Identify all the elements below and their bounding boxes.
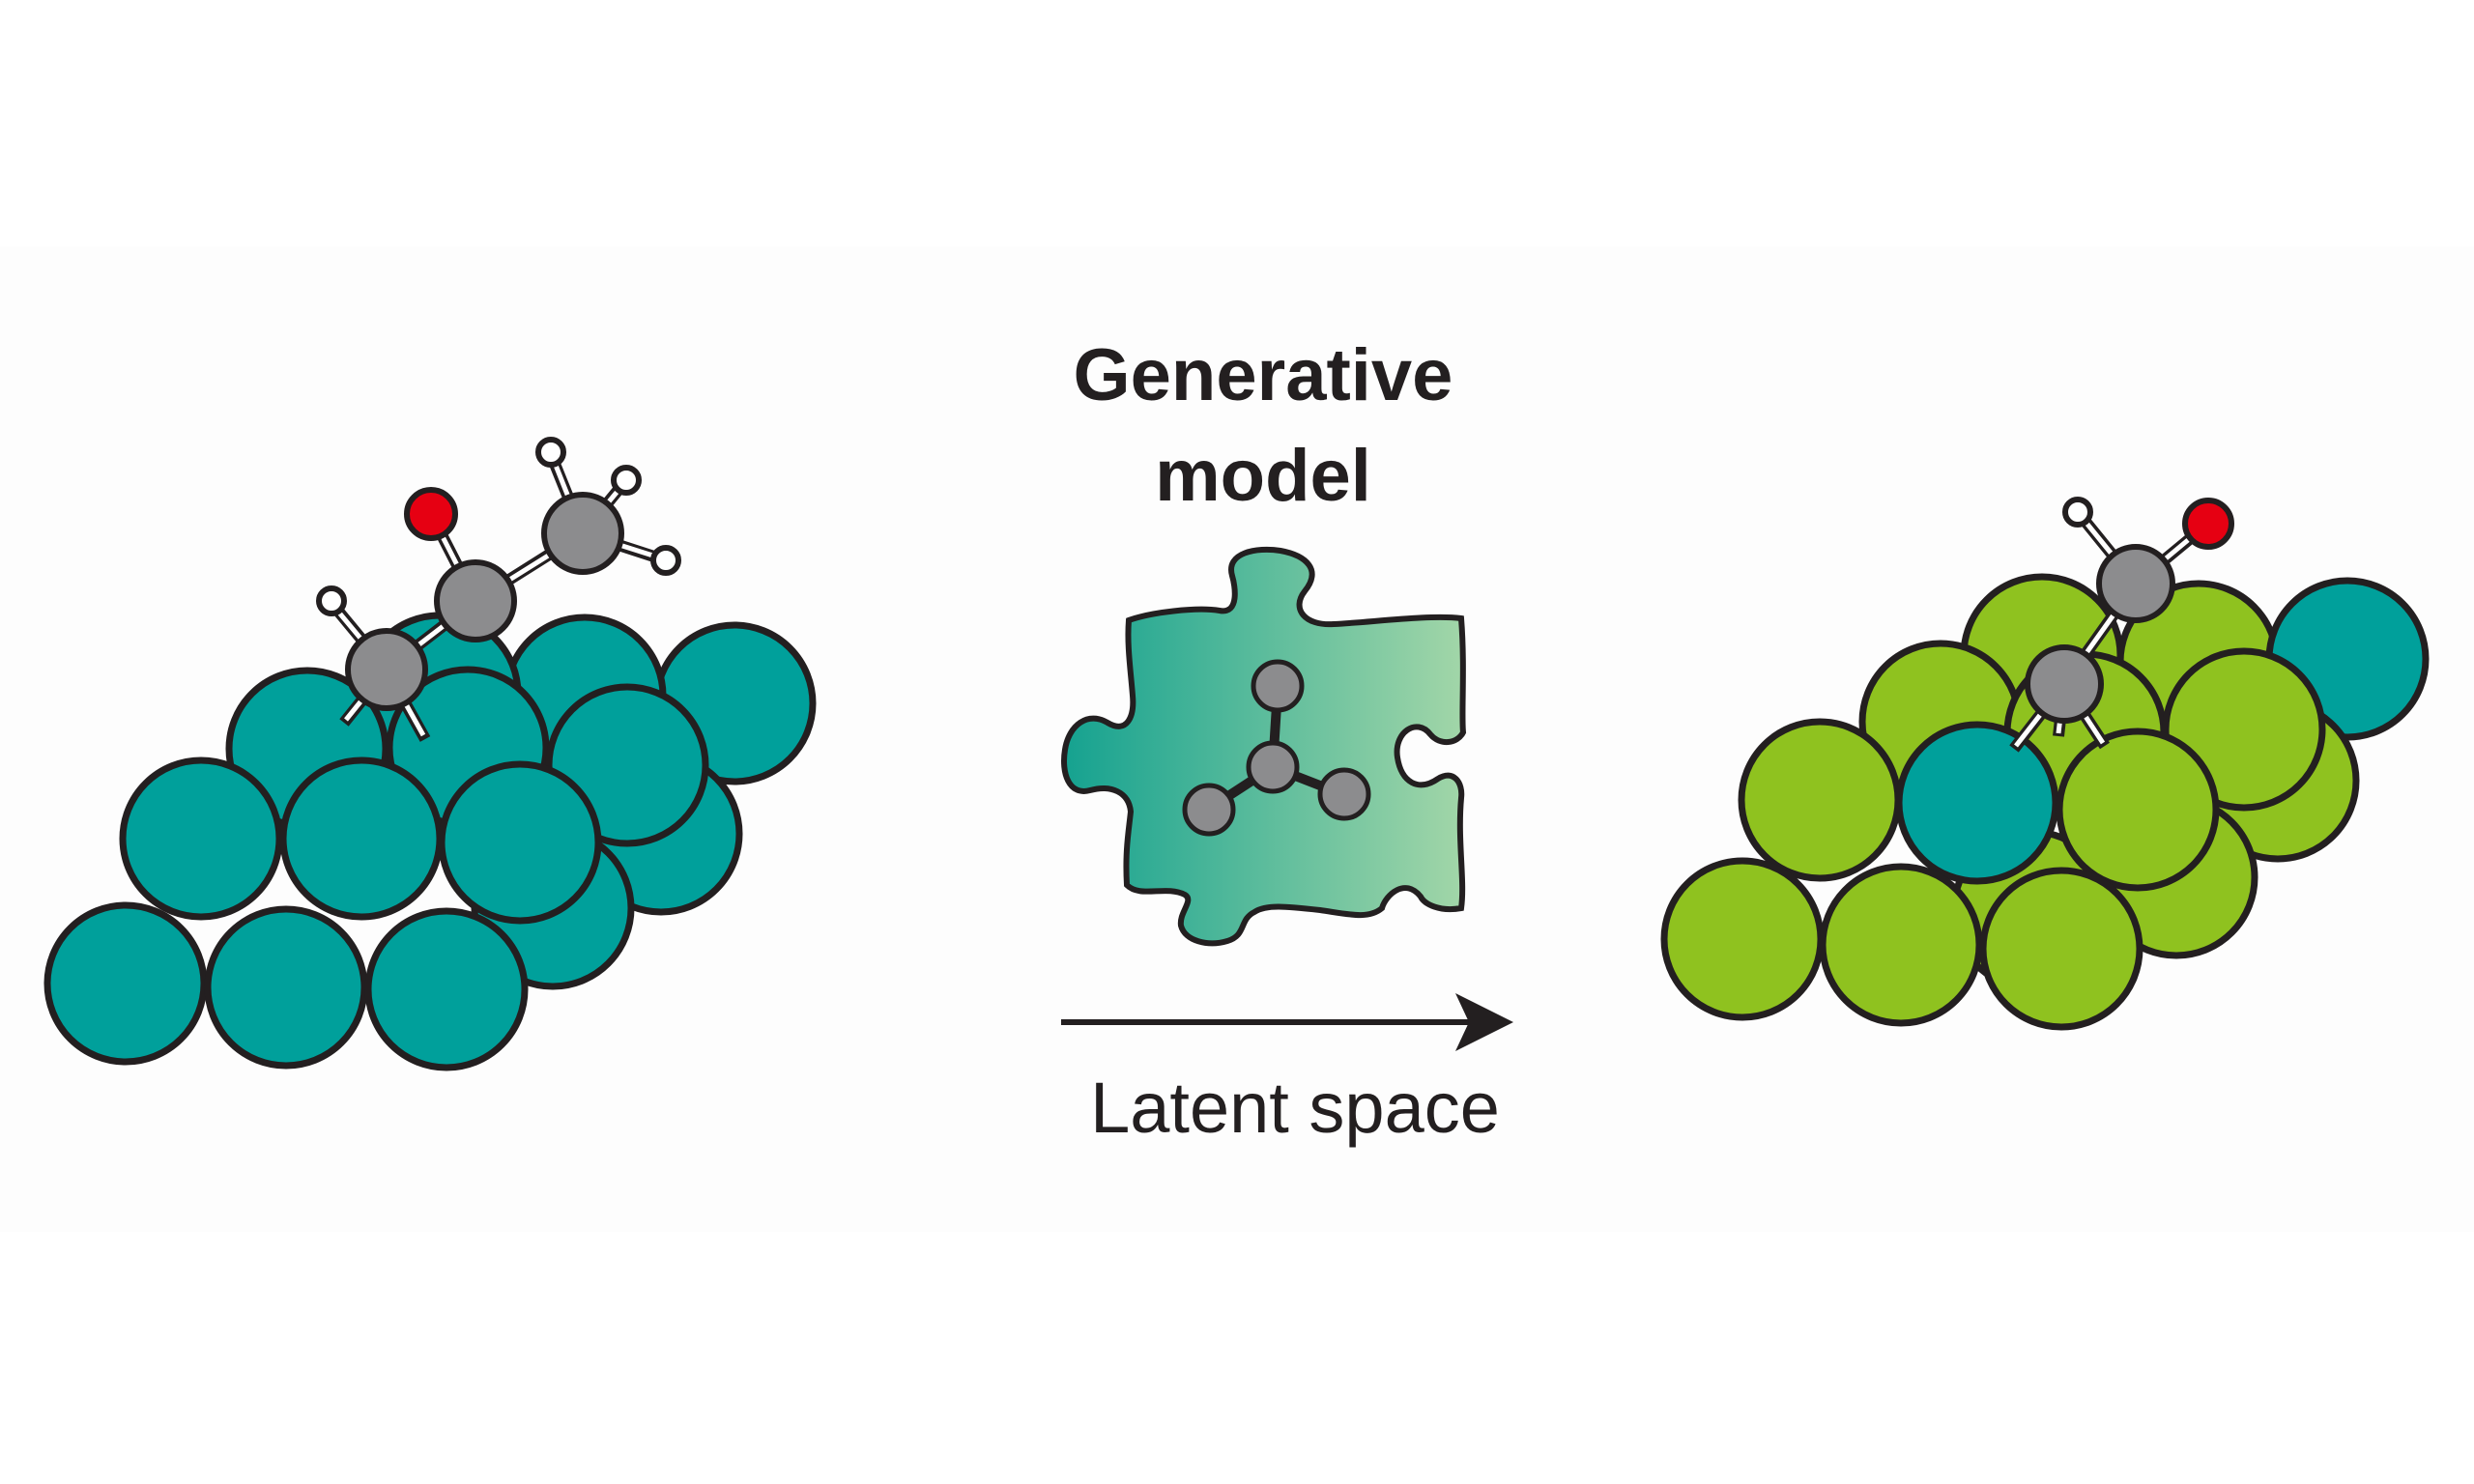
green-atom [1738,718,1902,882]
hydrogen-atom [535,437,566,468]
right-arrow-icon [1061,993,1513,1051]
teal-atom [43,901,208,1066]
title-line-2: model [1155,435,1371,517]
carbon-atom [434,559,517,642]
carbon-atom [2096,544,2175,623]
carbon-atom [1182,783,1236,837]
green-atom [2056,728,2220,892]
right-slab-icon [1660,573,2430,1031]
left-slab-icon [43,612,817,1071]
hydrogen-atom [2062,497,2093,528]
teal-atom [364,907,529,1071]
hydrogen-atom [611,465,642,496]
arrow-label: Latent space [1090,1068,1500,1148]
carbon-atom [541,492,624,575]
green-atom [1660,857,1825,1021]
teal-atom [204,905,368,1070]
oxygen-atom [404,487,458,541]
teal-atom [1895,721,2059,885]
title-line-1: Generative [1074,334,1453,416]
hydrogen-atom [650,545,681,576]
carbon-atom [1246,740,1300,794]
teal-atom [279,756,444,921]
green-atom [1979,867,2143,1031]
carbon-atom [1317,767,1371,821]
teal-atom [119,756,283,921]
puzzle-piece-icon [1061,546,1467,947]
hydrogen-atom [316,585,347,616]
carbon-atom [1251,659,1305,713]
oxygen-atom [2182,498,2234,550]
green-atom [1819,863,1983,1027]
carbon-atom [2025,644,2104,724]
teal-atom [438,760,602,925]
left-molecule-icon [316,437,681,742]
carbon-atom [345,628,428,711]
right-molecule-icon [2009,497,2234,753]
